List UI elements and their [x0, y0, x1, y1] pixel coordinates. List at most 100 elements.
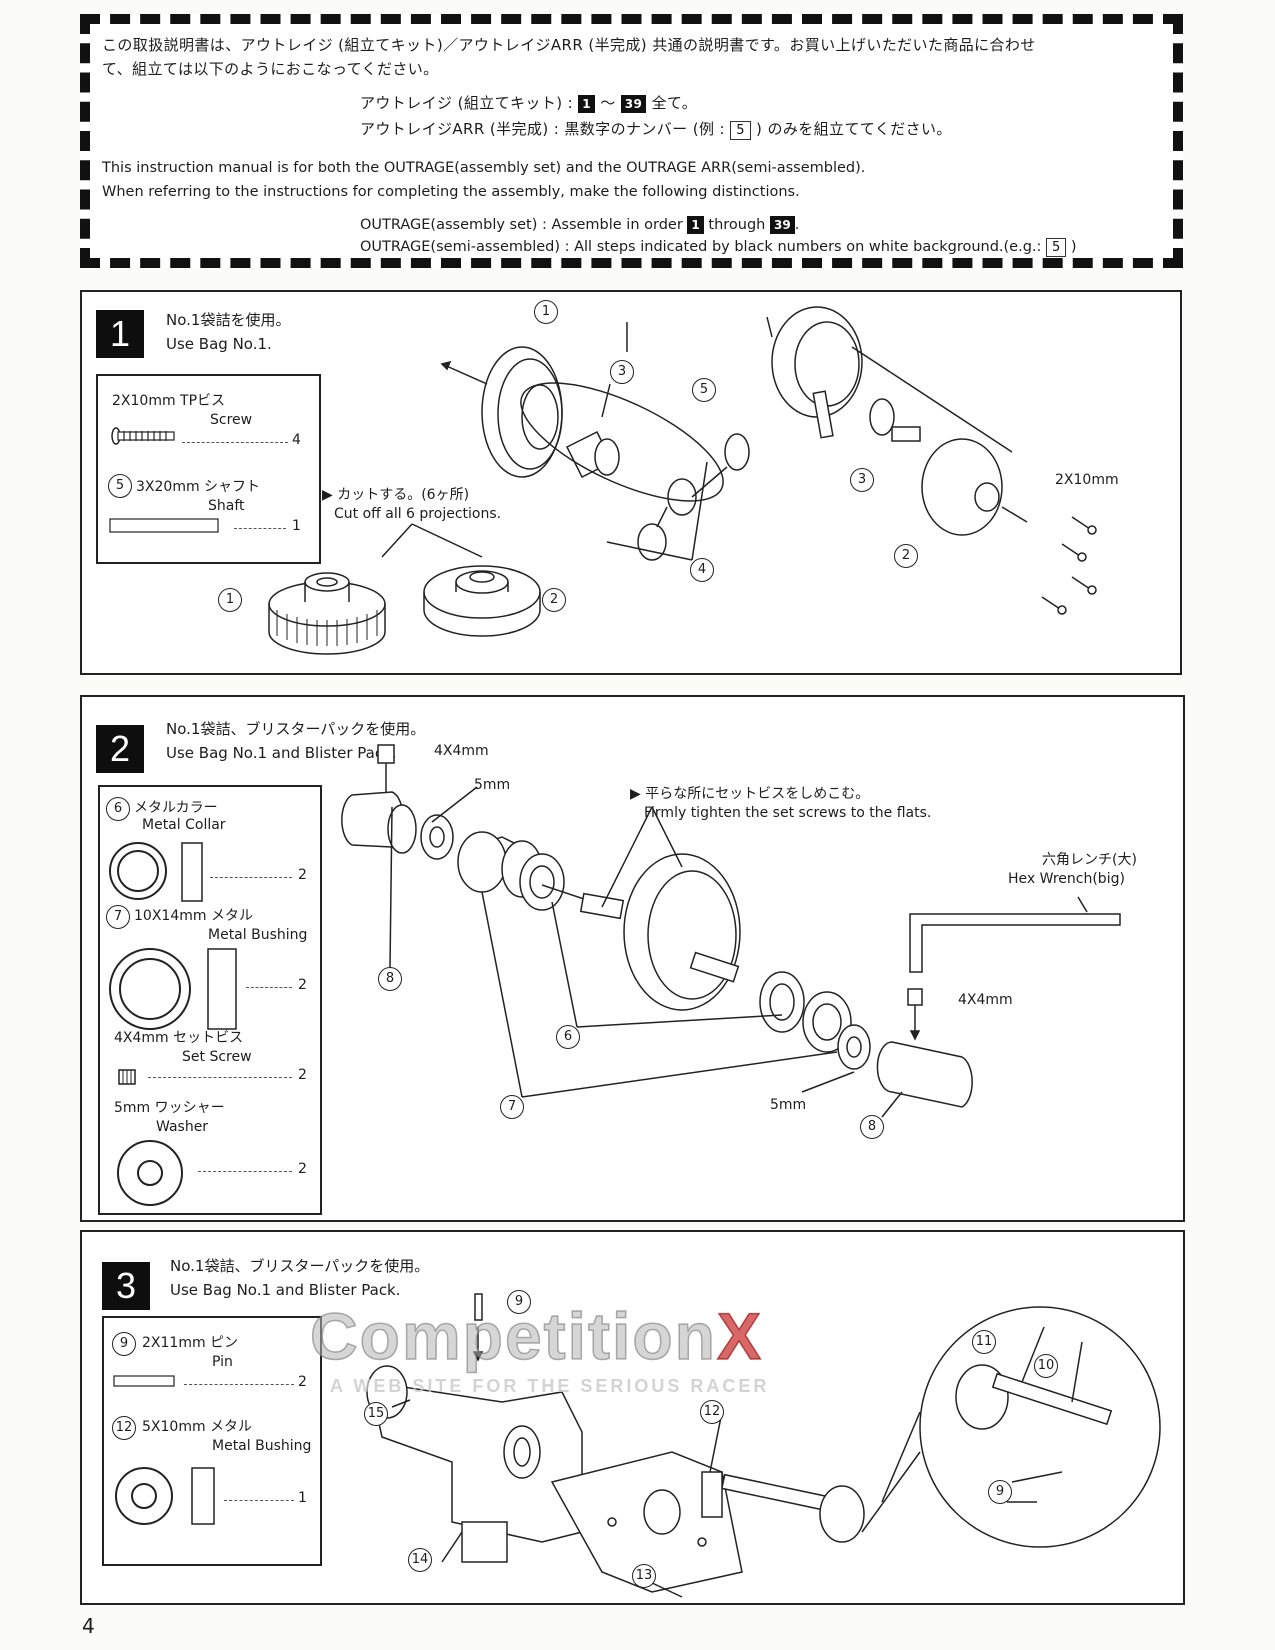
notice-jp-line2: て、組立ては以下のようにおこなってください。 [102, 60, 439, 78]
part-metal-bushing-qty: 1 [298, 1490, 307, 1506]
callout-12: 12 [700, 1400, 724, 1424]
part-setscrew-qty: 2 [298, 1067, 307, 1083]
step-2-wrench-jp: 六角レンチ(大) [1042, 852, 1137, 868]
callout-10: 10 [1034, 1354, 1058, 1378]
washer-icon [117, 1140, 183, 1206]
step-1-header: No.1袋詰を使用。 Use Bag No.1. [166, 308, 290, 356]
callout-2-right: 2 [894, 544, 918, 568]
part-shaft-callout: 5 [108, 474, 132, 498]
step-1-cut-jp: ▶ カットする。(6ヶ所) [322, 487, 470, 503]
step-2-label-5mm-top: 5mm [474, 777, 511, 793]
part-bushing-callout: 7 [106, 905, 130, 929]
part-washer-qty: 2 [298, 1161, 307, 1177]
part-bushing-en: Metal Bushing [208, 927, 308, 943]
part-pin-en: Pin [212, 1354, 233, 1370]
part-pin-qty: 2 [298, 1374, 307, 1390]
notice-en-arr-line: OUTRAGE(semi-assembled) : All steps indi… [360, 238, 1077, 257]
part-screw-en: Screw [210, 412, 253, 428]
notice-en-kit-line: OUTRAGE(assembly set) : Assemble in orde… [360, 216, 800, 234]
step-2-parts-list: 6 メタルカラー Metal Collar 2 7 10X14mm メタル Me… [98, 785, 322, 1215]
step-2-label-4x4-bottom: 4X4mm [958, 992, 1013, 1008]
watermark-tagline: A WEB SITE FOR THE SERIOUS RACER [330, 1376, 770, 1396]
callout-6: 6 [556, 1025, 580, 1049]
part-metal-bushing-en: Metal Bushing [212, 1438, 312, 1454]
callout-15: 15 [364, 1402, 388, 1426]
metal-bushing-icon [109, 948, 237, 1030]
set-screw-icon [118, 1069, 136, 1085]
part-shaft-jp: 3X20mm シャフト [136, 479, 261, 495]
part-shaft-en: Shaft [208, 498, 245, 514]
step-1-screw-label: 2X10mm [1055, 472, 1119, 488]
part-washer-jp: 5mm ワッシャー [114, 1100, 225, 1116]
step-2-tighten-jp: ▶ 平らな所にセットビスをしめこむ。 [630, 786, 870, 802]
step-3-panel: 3 No.1袋詰、ブリスターパックを使用。 Use Bag No.1 and B… [80, 1230, 1185, 1605]
callout-8-right: 8 [860, 1115, 884, 1139]
step-1-parts-list: 2X10mm TPビス Screw 4 5 3X20mm シャフト Shaft … [96, 374, 321, 564]
callout-1-bottom: 1 [218, 588, 242, 612]
step-3-parts-list: 9 2X11mm ピン Pin 2 12 5X10mm メタル Metal Bu… [102, 1316, 322, 1566]
part-collar-en: Metal Collar [142, 817, 226, 833]
pin-icon [113, 1375, 175, 1387]
step-1-jp: No.1袋詰を使用。 [166, 311, 291, 329]
callout-4: 4 [690, 558, 714, 582]
step-1-cut-en: Cut off all 6 projections. [334, 506, 502, 522]
watermark-logo: CompetitionX [309, 1298, 763, 1374]
step-2-label-4x4-top: 4X4mm [434, 743, 489, 759]
step-2-label-5mm-bottom: 5mm [770, 1097, 807, 1113]
step-3-number: 3 [102, 1262, 150, 1310]
callout-9-zoom: 9 [988, 1480, 1012, 1504]
shaft-icon [109, 518, 219, 533]
part-setscrew-en: Set Screw [182, 1049, 252, 1065]
step-1-number: 1 [96, 310, 144, 358]
step-2-wrench-en: Hex Wrench(big) [1008, 871, 1125, 887]
callout-7: 7 [500, 1095, 524, 1119]
notice-jp-arr-line: アウトレイジARR (半完成) : 黒数字のナンバー (例 : 5 ) のみを組… [360, 120, 952, 140]
step-1-panel: 1 No.1袋詰を使用。 Use Bag No.1. 2X10mm TPビス S… [80, 290, 1182, 675]
step-3-jp: No.1袋詰、ブリスターパックを使用。 [170, 1257, 430, 1275]
part-pin-callout: 9 [112, 1332, 136, 1356]
part-screw-qty: 4 [292, 432, 301, 448]
notice-en-line2: When referring to the instructions for c… [102, 184, 800, 200]
notice-jp-kit-line: アウトレイジ (組立てキット) : 1 〜 39 全て。 [360, 94, 698, 113]
step-2-number: 2 [96, 725, 144, 773]
callout-1-top: 1 [534, 300, 558, 324]
metal-bushing-small-icon [115, 1467, 215, 1525]
part-bushing-qty: 2 [298, 977, 307, 993]
part-shaft-qty: 1 [292, 518, 301, 534]
step-2-panel: 2 No.1袋詰、ブリスターパックを使用。 Use Bag No.1 and B… [80, 695, 1185, 1222]
page-number: 4 [82, 1614, 95, 1638]
part-collar-qty: 2 [298, 867, 307, 883]
step-2-header: No.1袋詰、ブリスターパックを使用。 Use Bag No.1 and Bli… [166, 717, 425, 765]
part-washer-en: Washer [156, 1119, 209, 1135]
part-setscrew-jp: 4X4mm セットビス [114, 1030, 244, 1046]
step-1-diagram [268, 306, 1097, 655]
step-3-header: No.1袋詰、ブリスターパックを使用。 Use Bag No.1 and Bli… [170, 1254, 429, 1302]
part-collar-jp: メタルカラー [134, 800, 218, 816]
callout-3-left: 3 [610, 360, 634, 384]
notice-en-line1: This instruction manual is for both the … [102, 160, 866, 176]
part-screw-jp: 2X10mm TPビス [112, 393, 226, 409]
notice-jp-line1: この取扱説明書は、アウトレイジ (組立てキット)／アウトレイジARR (半完成)… [102, 36, 1036, 54]
part-bushing-jp: 10X14mm メタル [134, 908, 253, 924]
part-metal-bushing-jp: 5X10mm メタル [142, 1419, 253, 1435]
part-pin-jp: 2X11mm ピン [142, 1335, 239, 1351]
step-2-tighten-en: Firmly tighten the set screws to the fla… [644, 805, 932, 821]
callout-5: 5 [692, 378, 716, 402]
metal-collar-icon [109, 842, 203, 902]
callout-14: 14 [408, 1548, 432, 1572]
screw-icon [111, 427, 175, 445]
part-metal-bushing-callout: 12 [112, 1416, 136, 1440]
step-3-diagram [366, 1293, 1161, 1598]
callout-13: 13 [632, 1564, 656, 1588]
callout-2-bottom: 2 [542, 588, 566, 612]
step-2-en: Use Bag No.1 and Blister Pack. [166, 744, 397, 762]
step-3-en: Use Bag No.1 and Blister Pack. [170, 1281, 401, 1299]
callout-8-left: 8 [378, 967, 402, 991]
callout-3-right: 3 [850, 468, 874, 492]
part-collar-callout: 6 [106, 797, 130, 821]
notice-box: この取扱説明書は、アウトレイジ (組立てキット)／アウトレイジARR (半完成)… [80, 14, 1183, 268]
callout-9-top: 9 [507, 1290, 531, 1314]
step-2-diagram [341, 744, 1121, 1118]
step-1-en: Use Bag No.1. [166, 335, 272, 353]
step-2-jp: No.1袋詰、ブリスターパックを使用。 [166, 720, 426, 738]
